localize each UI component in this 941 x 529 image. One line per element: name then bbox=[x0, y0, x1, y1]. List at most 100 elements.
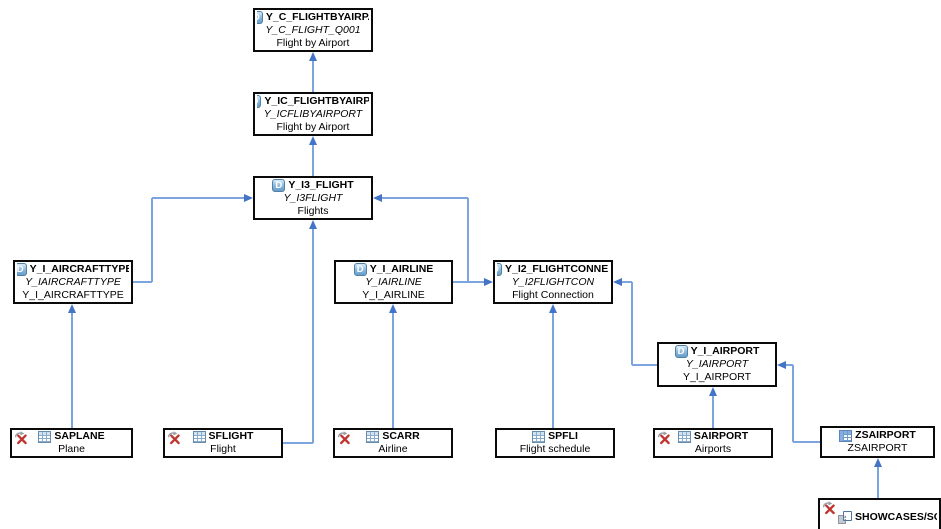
edge-zsairport-to-airport bbox=[785, 364, 793, 366]
node-text-row: Flight by Airport bbox=[257, 37, 369, 50]
data-definition-icon: D bbox=[674, 345, 688, 358]
node-text-row: Plane bbox=[14, 443, 129, 456]
node-title: Y_I_AIRPORT bbox=[690, 345, 760, 357]
edge-aircrafttype-to-i3 bbox=[151, 198, 153, 282]
edge-airport-to-flightconne bbox=[621, 281, 632, 283]
node-technical-name: Y_IAIRLINE bbox=[365, 275, 422, 288]
node-text-row: Y_I_AIRPORT bbox=[661, 371, 773, 384]
node-title-row: SHOWCASES/SC... bbox=[822, 510, 937, 524]
database-table-icon bbox=[532, 430, 546, 443]
node-technical-name: Flight bbox=[210, 443, 236, 455]
node-title: SAPLANE bbox=[54, 430, 105, 442]
node-description: Y_I_AIRPORT bbox=[682, 371, 752, 383]
edge-arrowhead-aircrafttype-to-i3 bbox=[244, 193, 253, 202]
node-text-row: Flight bbox=[167, 443, 279, 456]
external-view-icon bbox=[838, 510, 852, 524]
edge-sflight-to-i3 bbox=[283, 442, 313, 444]
node-text-row: Y_IAIRLINE bbox=[338, 276, 449, 289]
edge-arrowhead-sairport-to-airport bbox=[708, 387, 717, 396]
node-title: Y_I2_FLIGHTCONNE... bbox=[504, 262, 609, 275]
node-technical-name: Plane bbox=[58, 443, 85, 455]
node-title-row: ZSAIRPORT bbox=[824, 429, 931, 442]
data-definition-icon: D bbox=[17, 262, 27, 276]
database-table-icon bbox=[677, 430, 691, 443]
node-title: SAIRPORT bbox=[693, 430, 749, 442]
node-technical-name: Airports bbox=[694, 443, 732, 455]
node-title-row: SAPLANE bbox=[14, 430, 129, 443]
edge-sflight-to-i3 bbox=[312, 228, 314, 443]
data-definition-icon: D bbox=[353, 262, 367, 276]
node-text-row: Y_ICFLIBYAIRPORT bbox=[257, 108, 369, 121]
node-title-row: DY_I2_FLIGHTCONNE... bbox=[497, 262, 609, 276]
node-text-row: Airline bbox=[337, 443, 449, 456]
node-title: Y_I_AIRCRAFTTYPE bbox=[29, 262, 129, 275]
edge-arrowhead-saplane-to-aircrafttype bbox=[67, 304, 76, 313]
node-text-row: Y_IAIRPORT bbox=[661, 358, 773, 371]
edge-scarr-to-airline bbox=[392, 312, 394, 428]
node-technical-name: Y_I3FLIGHT bbox=[283, 191, 343, 204]
node-text-row: Flight schedule bbox=[499, 443, 611, 456]
edge-spfli-to-flightconne bbox=[552, 312, 554, 428]
node-title: ZSAIRPORT bbox=[855, 429, 916, 441]
node-description: Y_I_AIRLINE bbox=[362, 288, 425, 301]
edge-arrowhead-airline-to-i3 bbox=[373, 193, 382, 202]
node-title: SFLIGHT bbox=[208, 430, 254, 442]
node-technical-name: Y_C_FLIGHT_Q001 bbox=[265, 23, 361, 36]
node-description: Flight by Airport bbox=[276, 36, 350, 49]
customer-table-icon bbox=[839, 429, 853, 442]
database-table-icon bbox=[366, 430, 380, 443]
edge-arrowhead-i3-to-ic bbox=[308, 136, 317, 145]
edge-arrowhead-airport-to-flightconne bbox=[613, 277, 622, 286]
edge-arrowhead-sflight-to-i3 bbox=[308, 220, 317, 229]
node-y-c-flightbyairp[interactable]: DY_C_FLIGHTBYAIRP...Y_C_FLIGHT_Q001Fligh… bbox=[253, 8, 373, 52]
node-text-row: Airports bbox=[657, 443, 769, 456]
edge-saplane-to-aircrafttype bbox=[71, 312, 73, 428]
node-technical-name: ZSAIRPORT bbox=[847, 442, 908, 454]
edge-aircrafttype-to-i3 bbox=[152, 197, 245, 199]
node-text-row: ZSAIRPORT bbox=[824, 442, 931, 455]
node-description: Flight by Airport bbox=[276, 120, 350, 133]
node-technical-name: Flight schedule bbox=[519, 443, 591, 455]
edge-airport-to-flightconne bbox=[631, 282, 633, 365]
edge-arrowhead-scarr-to-airline bbox=[388, 304, 397, 313]
node-title: Y_C_FLIGHTBYAIRP... bbox=[265, 10, 369, 23]
node-title-row: SPFLI bbox=[499, 430, 611, 443]
edge-ic-to-c bbox=[312, 60, 314, 92]
node-text-row: Y_I2FLIGHTCON bbox=[497, 276, 609, 289]
edge-arrowhead-showcases-to-zsairport bbox=[873, 458, 882, 467]
error-x-icon bbox=[657, 431, 673, 445]
node-description: Flight Connection bbox=[512, 288, 594, 301]
node-text-row: Y_I_AIRLINE bbox=[338, 289, 449, 302]
edge-airline-to-flightconne bbox=[468, 281, 485, 283]
database-table-icon bbox=[38, 430, 52, 443]
node-title-row: DY_C_FLIGHTBYAIRP... bbox=[257, 10, 369, 24]
node-title: SPFLI bbox=[548, 430, 578, 442]
node-showcases[interactable]: SHOWCASES/SC... bbox=[818, 498, 941, 529]
node-y-ic-flightbyairp[interactable]: DY_IC_FLIGHTBYAIRP...Y_ICFLIBYAIRPORTFli… bbox=[253, 92, 373, 136]
edge-airline-to-i3 bbox=[467, 198, 469, 282]
edge-airline-to-i3 bbox=[381, 197, 468, 199]
node-y-i2-flightconne[interactable]: DY_I2_FLIGHTCONNE...Y_I2FLIGHTCONFlight … bbox=[493, 260, 613, 304]
node-text-row: Y_C_FLIGHT_Q001 bbox=[257, 24, 369, 37]
node-title: SHOWCASES/SC... bbox=[855, 510, 937, 523]
edge-arrowhead-airline-to-flightconne bbox=[484, 277, 493, 286]
error-x-icon bbox=[822, 501, 838, 515]
node-title-row: SCARR bbox=[337, 430, 449, 443]
edge-showcases-to-zsairport bbox=[877, 466, 879, 498]
node-text-row: Flight by Airport bbox=[257, 121, 369, 134]
node-technical-name: Y_IAIRPORT bbox=[685, 358, 749, 370]
edge-arrowhead-zsairport-to-airport bbox=[777, 360, 786, 369]
error-x-icon bbox=[167, 431, 183, 445]
